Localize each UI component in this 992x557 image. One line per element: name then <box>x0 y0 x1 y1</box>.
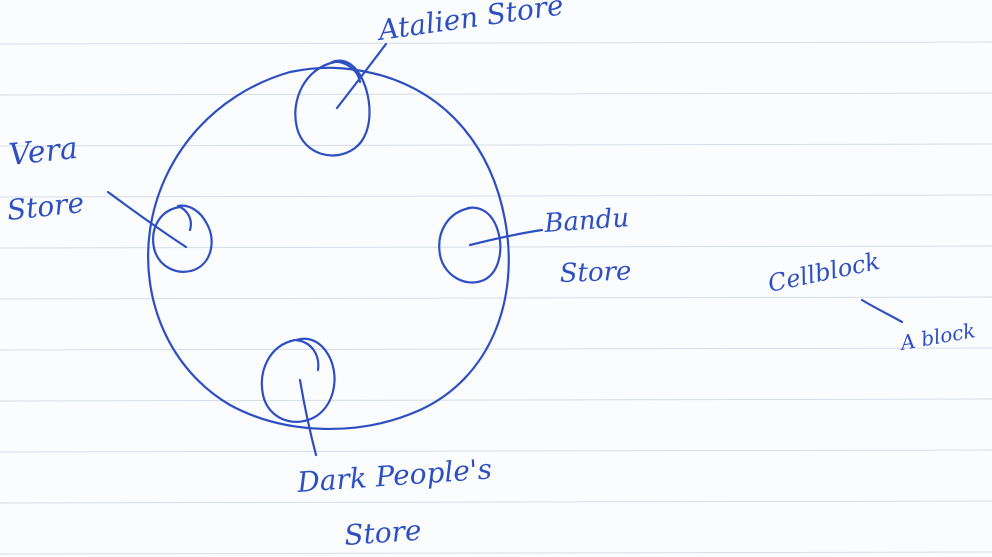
top-store-circle <box>294 59 371 157</box>
label-bottom-store-line2: Store <box>343 514 422 552</box>
left-store-leader <box>106 190 188 249</box>
label-bottom-store-line1: Dark People's <box>295 452 493 499</box>
label-a-block: A block <box>897 318 977 355</box>
label-right-store-line2: Store <box>559 257 632 289</box>
cellblock-leader <box>860 298 904 324</box>
label-left-store-line1: Vera <box>7 131 79 173</box>
label-right-store-line1: Bandu <box>542 203 630 239</box>
label-left-store-line2: Store <box>5 186 85 227</box>
ruled-lines <box>0 41 992 555</box>
label-cellblock: Cellblock <box>765 247 882 298</box>
right-store-leader <box>468 228 544 247</box>
left-store-circle <box>152 204 213 273</box>
label-top-store: Atalien Store <box>373 0 565 47</box>
outer-circle <box>147 66 510 431</box>
top-store-leader <box>335 42 388 110</box>
right-store-circle <box>438 206 502 284</box>
bottom-store-circle <box>260 337 336 423</box>
bottom-store-leader <box>298 378 318 457</box>
